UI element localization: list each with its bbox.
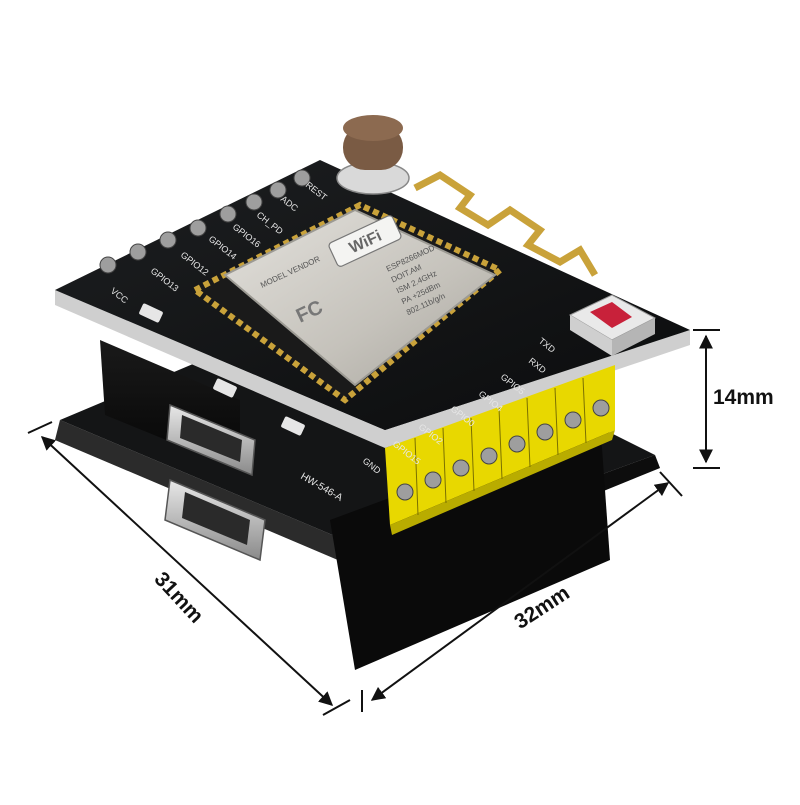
dimension-height xyxy=(693,329,720,469)
height-dimension-label: 14mm xyxy=(713,386,774,409)
smd-components xyxy=(139,303,305,436)
esp-module: WiFi ESP8266MOD DOIT.AM ISM 2.4GHz PA +2… xyxy=(189,201,506,404)
dimension-depth xyxy=(27,421,351,716)
rgb-led xyxy=(568,294,657,356)
dimension-width xyxy=(361,471,683,712)
antenna-trace xyxy=(413,170,599,277)
light-sensor xyxy=(336,115,410,195)
left-header-pins xyxy=(99,169,311,274)
